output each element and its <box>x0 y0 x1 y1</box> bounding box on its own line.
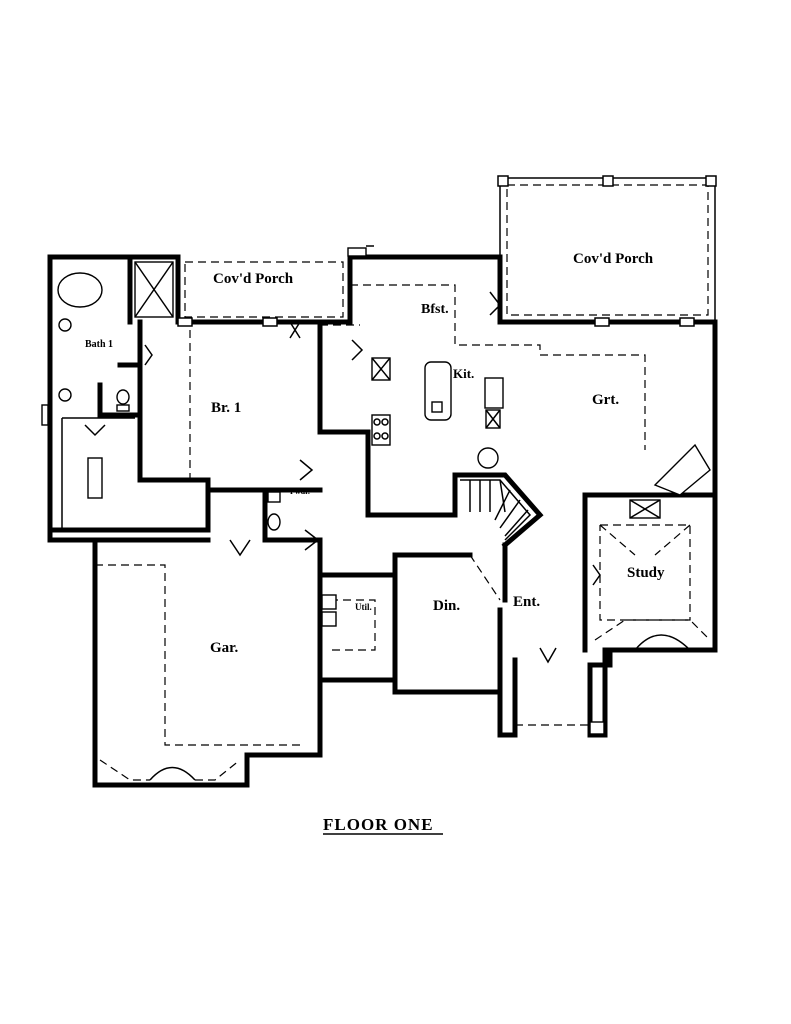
garage-door <box>99 759 241 781</box>
label-covd-porch-left: Cov'd Porch <box>213 271 294 287</box>
covered-porch-left-structure <box>177 261 344 327</box>
exterior-walls <box>47 254 718 788</box>
label-bath1: Bath 1 <box>85 339 113 350</box>
ceiling-lines <box>95 284 691 746</box>
label-ent: Ent. <box>513 594 540 610</box>
vent <box>41 245 374 426</box>
sink-icon <box>58 388 72 402</box>
label-pwdr: Pwdr. <box>290 487 310 496</box>
toilet-icon <box>267 513 281 531</box>
label-br1: Br. 1 <box>211 400 241 416</box>
room-labels: Cov'd Porch Cov'd Porch Bath 1 Br. 1 Bfs… <box>85 251 665 656</box>
plan-title: FLOOR ONE <box>323 815 443 835</box>
label-bfst: Bfst. <box>421 302 449 317</box>
toilet-icon <box>116 389 130 405</box>
label-kit: Kit. <box>453 366 474 381</box>
interior-walls <box>52 254 718 695</box>
sink-icon <box>58 318 72 332</box>
label-covd-porch-right: Cov'd Porch <box>573 251 654 267</box>
covered-porch-right-structure <box>497 175 717 327</box>
fixtures <box>57 261 711 735</box>
doors <box>84 291 601 664</box>
label-gar: Gar. <box>210 640 238 656</box>
staircase <box>460 479 532 541</box>
tub-icon <box>57 272 103 308</box>
label-din: Din. <box>433 598 460 614</box>
title-text: FLOOR ONE <box>323 815 434 834</box>
label-study: Study <box>627 565 665 581</box>
label-grt: Grt. <box>592 392 619 408</box>
label-util: Util. <box>355 602 372 612</box>
study-bay <box>594 619 711 651</box>
